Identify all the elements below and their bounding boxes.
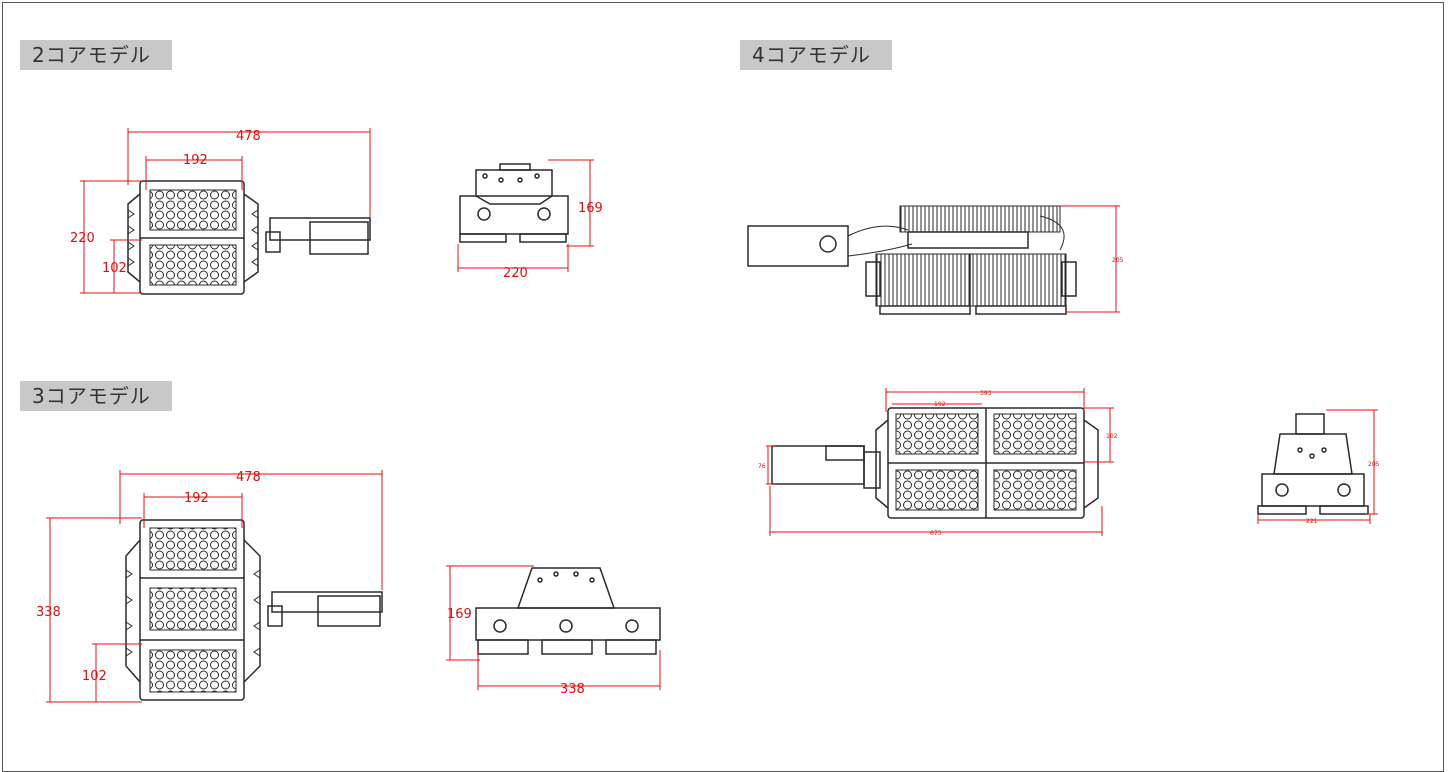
two-core-top-dims [80, 128, 371, 294]
four-top-module-height-label: 102 [1106, 433, 1118, 440]
four-end-height-label: 205 [1368, 461, 1380, 468]
two-side-height-label: 169 [578, 201, 603, 216]
two-top-module-width-label: 192 [183, 153, 208, 168]
two-core-side-dims [457, 159, 594, 272]
section-label-4-core: 4コアモデル [740, 40, 892, 70]
four-top-module-width-label: 192 [934, 401, 946, 408]
three-top-module-height-label: 102 [82, 669, 107, 684]
three-top-module-width-label: 192 [184, 491, 209, 506]
two-top-width-label: 478 [236, 129, 261, 144]
four-end-width-label: 221 [1306, 518, 1318, 525]
three-side-height-label: 169 [447, 607, 472, 622]
four-core-top-view [771, 407, 1099, 519]
four-core-side-view [747, 205, 1077, 315]
four-core-end-view [1257, 413, 1369, 515]
three-core-side-dims [446, 565, 661, 690]
three-core-side-view [475, 567, 661, 655]
three-side-width-label: 338 [560, 682, 585, 697]
four-core-end-dims [1257, 409, 1378, 524]
section-label-2-core: 2コアモデル [20, 40, 172, 70]
three-core-top-dims [46, 470, 383, 703]
four-total-width-label: 673 [930, 530, 942, 537]
section-label-3-core: 3コアモデル [20, 381, 172, 411]
three-top-height-label: 338 [36, 605, 61, 620]
three-core-top-view [125, 519, 383, 701]
two-core-top-view [127, 180, 371, 295]
two-top-module-height-label: 102 [102, 261, 127, 276]
four-top-width-label: 393 [980, 390, 992, 397]
four-core-side-dims [1060, 205, 1120, 313]
two-core-side-view [459, 163, 569, 243]
four-core-top-dims [766, 388, 1114, 536]
four-bracket-height-label: 76 [758, 463, 766, 470]
four-side-height-label: 205 [1112, 257, 1124, 264]
three-top-width-label: 478 [236, 470, 261, 485]
two-top-height-label: 220 [70, 231, 95, 246]
two-side-width-label: 220 [503, 266, 528, 281]
